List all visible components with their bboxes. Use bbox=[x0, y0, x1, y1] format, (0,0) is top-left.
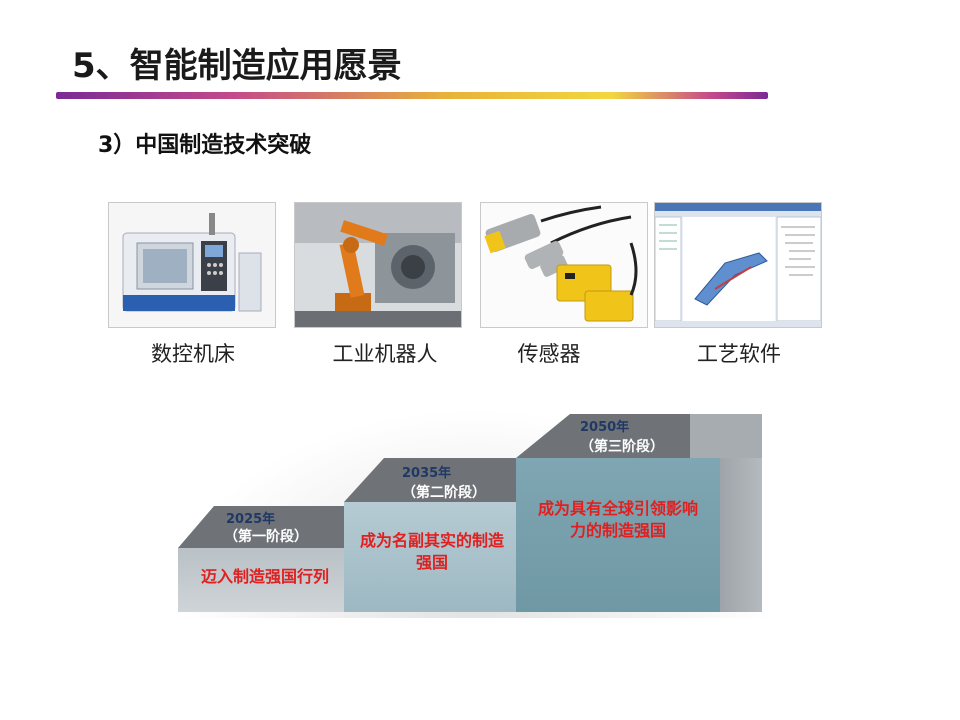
industrial-robot-icon bbox=[295, 203, 461, 327]
process-software-icon bbox=[655, 203, 821, 327]
caption-industrial-robot: 工业机器人 bbox=[332, 342, 438, 366]
process-software-photo bbox=[654, 202, 822, 328]
stage-3-phase: （第三阶段） bbox=[580, 439, 664, 455]
industrial-robot-photo bbox=[294, 202, 462, 328]
step-3-side bbox=[690, 414, 762, 612]
step-2-top bbox=[344, 458, 520, 502]
step-3-side-top bbox=[690, 414, 762, 458]
sensor-photo bbox=[480, 202, 648, 328]
stage-2-goal: 成为名副其实的制造强国 bbox=[359, 531, 504, 572]
caption-process-software: 工艺软件 bbox=[697, 342, 781, 366]
cnc-machine-icon bbox=[109, 203, 275, 327]
section-subtitle: 3）中国制造技术突破 bbox=[98, 133, 312, 158]
title-divider bbox=[56, 92, 768, 99]
stage-2-phase: （第二阶段） bbox=[402, 485, 486, 501]
stage-3-goal: 成为具有全球引领影响力的制造强国 bbox=[537, 499, 698, 540]
step-3-top bbox=[516, 414, 690, 458]
stage-2-year: 2035年 bbox=[402, 466, 452, 481]
step-3-front bbox=[516, 458, 720, 612]
stage-1-year: 2025年 bbox=[226, 512, 276, 527]
stage-1-goal: 迈入制造强国行列 bbox=[200, 567, 329, 586]
step-1-front bbox=[178, 548, 348, 612]
caption-cnc-machine: 数控机床 bbox=[151, 342, 235, 366]
slide-title: 5、智能制造应用愿景 bbox=[72, 46, 402, 86]
step-2-front bbox=[344, 502, 520, 612]
sensor-icon bbox=[481, 203, 647, 327]
stage-3-year: 2050年 bbox=[580, 420, 630, 435]
cnc-machine-photo bbox=[108, 202, 276, 328]
caption-sensor: 传感器 bbox=[517, 342, 581, 366]
stage-1-phase: （第一阶段） bbox=[224, 529, 308, 545]
step-1-top bbox=[178, 506, 348, 548]
